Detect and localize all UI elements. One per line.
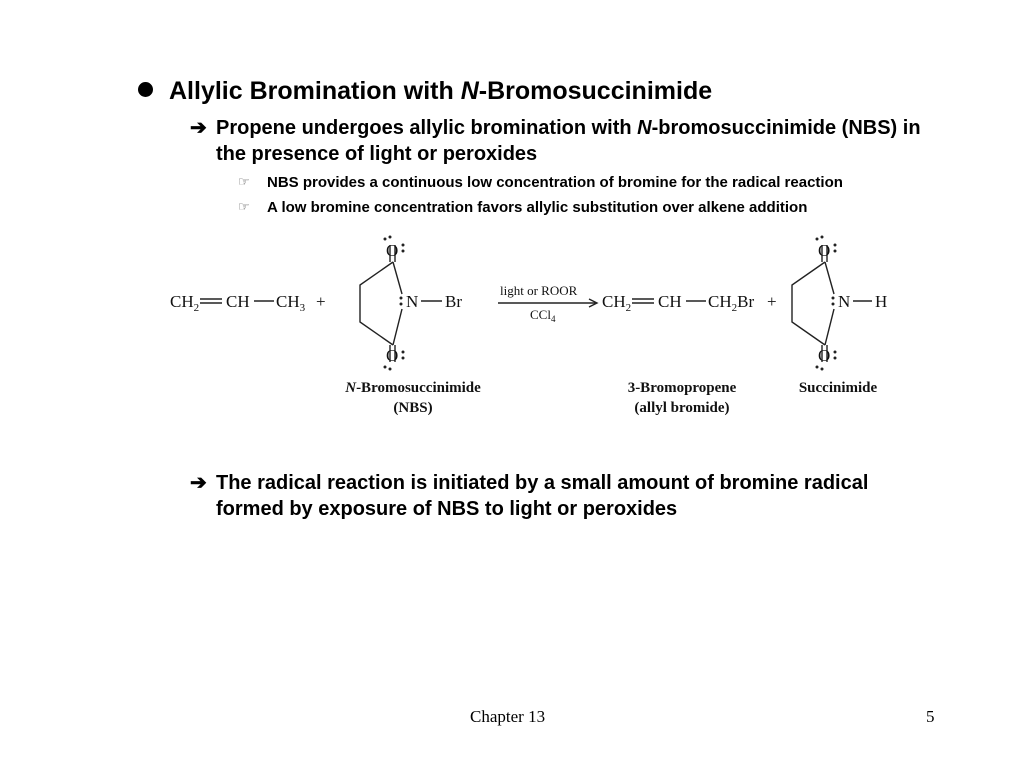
propene-ch: CH [226, 292, 250, 311]
conditions-above: light or ROOR [500, 283, 578, 298]
product-ch2: CH2 [602, 292, 631, 314]
arrow-bullet-icon: ➔ [190, 117, 207, 139]
succinimide-oxygen-bottom: O [818, 346, 830, 365]
product-ch: CH [658, 292, 682, 311]
lone-pair-dots-icon [383, 235, 405, 371]
conditions-below: CCl4 [530, 307, 556, 324]
bullet-point-2-text: The radical reaction is initiated by a s… [216, 472, 869, 520]
bullet-point-1-text: Propene undergoes allylic bromination wi… [216, 117, 921, 165]
nbs-name-label: N-Bromosuccinimide [344, 380, 481, 396]
plus-sign: + [767, 292, 777, 311]
propene-ch3: CH3 [276, 292, 306, 314]
slide-heading: Allylic Bromination with N-Bromosuccinim… [138, 76, 712, 106]
page-number: 5 [926, 707, 935, 726]
plus-sign: + [316, 292, 326, 311]
hand-bullet-icon: ☞ [238, 200, 250, 215]
nbs-oxygen-bottom: O [386, 346, 398, 365]
propene-ch2: CH2 [170, 292, 199, 314]
bullet-point-1: ➔ Propene undergoes allylic bromination … [190, 115, 950, 167]
footer-chapter: Chapter 13 [470, 707, 546, 726]
succinimide-nitrogen: N [838, 292, 850, 311]
succinimide-oxygen-top: O [818, 241, 830, 260]
nbs-bromine: Br [445, 292, 462, 311]
byproduct-name-label: Succinimide [799, 380, 878, 396]
hand-bullet-icon: ☞ [238, 175, 250, 190]
product-common-label: (allyl bromide) [634, 400, 729, 416]
arrow-bullet-icon: ➔ [190, 472, 207, 494]
lone-pair-dots-icon [815, 235, 837, 371]
succinimide-hydrogen: H [875, 292, 887, 311]
nbs-oxygen-top: O [386, 241, 398, 260]
product-ch2br: CH2Br [708, 292, 754, 314]
bullet-point-2: ➔ The radical reaction is initiated by a… [190, 470, 930, 522]
bullet-dot-icon [138, 82, 153, 97]
nbs-abbrev-label: (NBS) [393, 400, 432, 416]
nbs-nitrogen: N [406, 292, 418, 311]
product-name-label: 3-Bromopropene [628, 380, 737, 396]
